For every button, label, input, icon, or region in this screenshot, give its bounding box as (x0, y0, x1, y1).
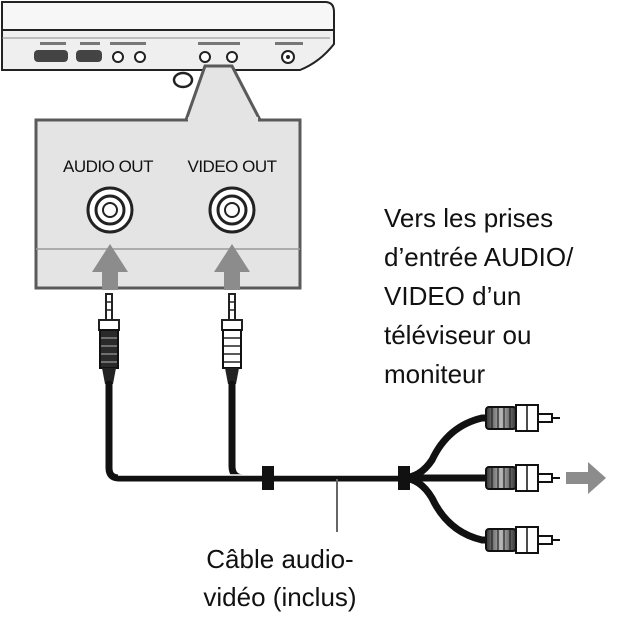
cable-clamp (398, 466, 410, 490)
destination-note-line: d’entrée AUDIO/ (384, 242, 574, 272)
audio-mini-plug (98, 293, 120, 384)
direction-arrow-icon (566, 462, 606, 494)
cable-caption-line: vidéo (inclus) (203, 582, 356, 612)
video-mini-plug (221, 293, 243, 384)
rca-plug-top (485, 404, 560, 432)
insert-arrow-icon (214, 244, 250, 290)
foot-icon (172, 71, 194, 89)
jack-icon (286, 55, 290, 59)
jack-icon (112, 51, 124, 63)
dvd-player-device (1, 1, 335, 89)
switch-1 (34, 50, 68, 62)
jack-icon (134, 51, 146, 63)
cable-caption: Câble audio- vidéo (inclus) (203, 544, 356, 612)
destination-note-line: VIDEO d’un (384, 281, 521, 311)
destination-note-line: moniteur (384, 359, 485, 389)
insert-arrow-icon (92, 244, 128, 290)
rca-plug-middle (485, 464, 560, 492)
cable-clamp (262, 466, 274, 490)
switch-2 (76, 50, 102, 62)
jack-icon (226, 51, 238, 63)
audio-out-jack-icon (86, 186, 134, 234)
destination-note-line: téléviseur ou (384, 320, 531, 350)
video-out-label: VIDEO OUT (187, 157, 276, 176)
av-cable (105, 380, 494, 544)
jack-panel-callout: AUDIO OUT VIDEO OUT (34, 64, 302, 290)
destination-note-line: Vers les prises (384, 203, 553, 233)
rca-plug-bottom (485, 526, 560, 554)
jack-icon (199, 51, 211, 63)
audio-out-label: AUDIO OUT (63, 157, 153, 176)
video-out-jack-icon (208, 186, 256, 234)
cable-caption-line: Câble audio- (206, 544, 353, 574)
destination-note: Vers les prises d’entrée AUDIO/ VIDEO d’… (384, 203, 574, 389)
